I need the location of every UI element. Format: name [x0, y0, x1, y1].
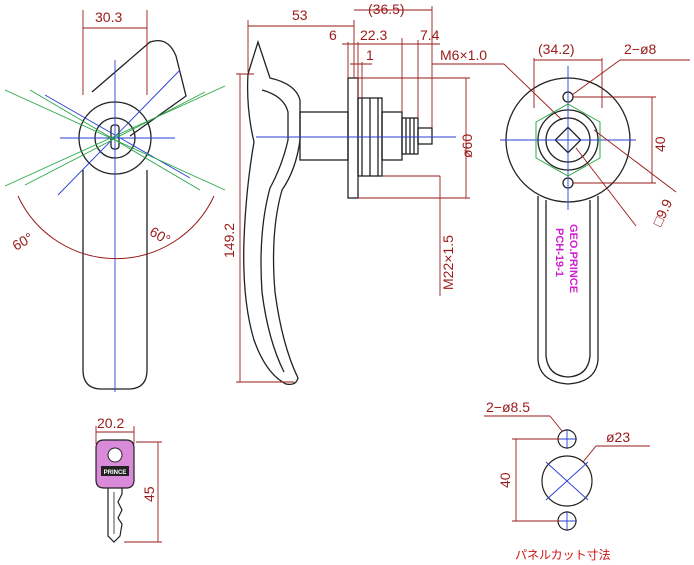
cutout-dim-dia23: ø23: [606, 429, 630, 445]
side-dim-dia60: ø60: [459, 134, 475, 158]
key-dim-20-2: 20.2: [97, 415, 124, 431]
front-angle-left-label: 60°: [9, 229, 35, 253]
cutout-dim-40: 40: [497, 472, 513, 488]
front-view: [78, 39, 187, 390]
side-view: [243, 39, 433, 386]
front-width-label: 30.3: [95, 9, 122, 25]
cutout-dims: [484, 415, 650, 522]
front-angle-lines: [4, 85, 226, 191]
rear-marking-line1: GEO.PRINCE: [567, 224, 579, 293]
side-neck: [299, 111, 349, 161]
side-dim-m6: M6×1.0: [440, 47, 487, 63]
side-dim-height: 149.2: [221, 223, 237, 258]
front-angle-arc: [17, 195, 215, 260]
side-nut: [381, 111, 403, 161]
rear-lock-hex: [535, 103, 601, 177]
side-dim-thread: M22×1.5: [440, 235, 456, 290]
cutout-main-hole: [541, 455, 593, 507]
side-dim-36-5: (36.5): [368, 1, 405, 17]
key-brand-plate: [101, 466, 129, 476]
front-centerlines: [44, 60, 191, 392]
rear-dim-40: 40: [652, 136, 668, 152]
front-rotated-lever: [91, 39, 187, 137]
key-brand-label: PRINCE: [104, 470, 127, 476]
key-dims: [95, 426, 162, 543]
key-head: [95, 439, 135, 489]
rear-handle-outline: [537, 196, 599, 385]
cutout-centerlines: [545, 429, 589, 531]
side-flange: [347, 77, 359, 199]
side-dim-7-4: 7.4: [420, 27, 440, 43]
cutout-caption: パネルカット寸法: [515, 548, 611, 562]
rear-marking-line2: PCH-19-1: [553, 228, 565, 277]
side-screw: [417, 127, 433, 145]
key-view: PRINCE: [95, 439, 135, 543]
front-width-dim: [82, 10, 148, 95]
rear-square-drive: [554, 126, 582, 154]
rear-dims: [533, 58, 690, 227]
side-dims: [236, 6, 563, 383]
cutout-dim-holes: 2−ø8.5: [486, 399, 530, 415]
key-ring-hole: [107, 447, 123, 463]
key-blade: [107, 488, 123, 543]
rear-dim-square: □9.9: [649, 196, 675, 228]
rear-centerlines: [500, 66, 636, 210]
side-dim-1: 1: [366, 47, 374, 63]
side-lever-inner: [260, 89, 289, 373]
side-lever-outline: [243, 39, 301, 386]
rear-handle-inner: [545, 200, 591, 378]
rear-dim-holes: 2−ø8: [624, 41, 657, 57]
rear-dim-34-2: (34.2): [538, 41, 575, 57]
side-dim-22-3: 22.3: [360, 27, 387, 43]
key-dim-45: 45: [141, 486, 157, 502]
side-dim-6: 6: [329, 27, 337, 43]
side-dim-53: 53: [292, 7, 308, 23]
